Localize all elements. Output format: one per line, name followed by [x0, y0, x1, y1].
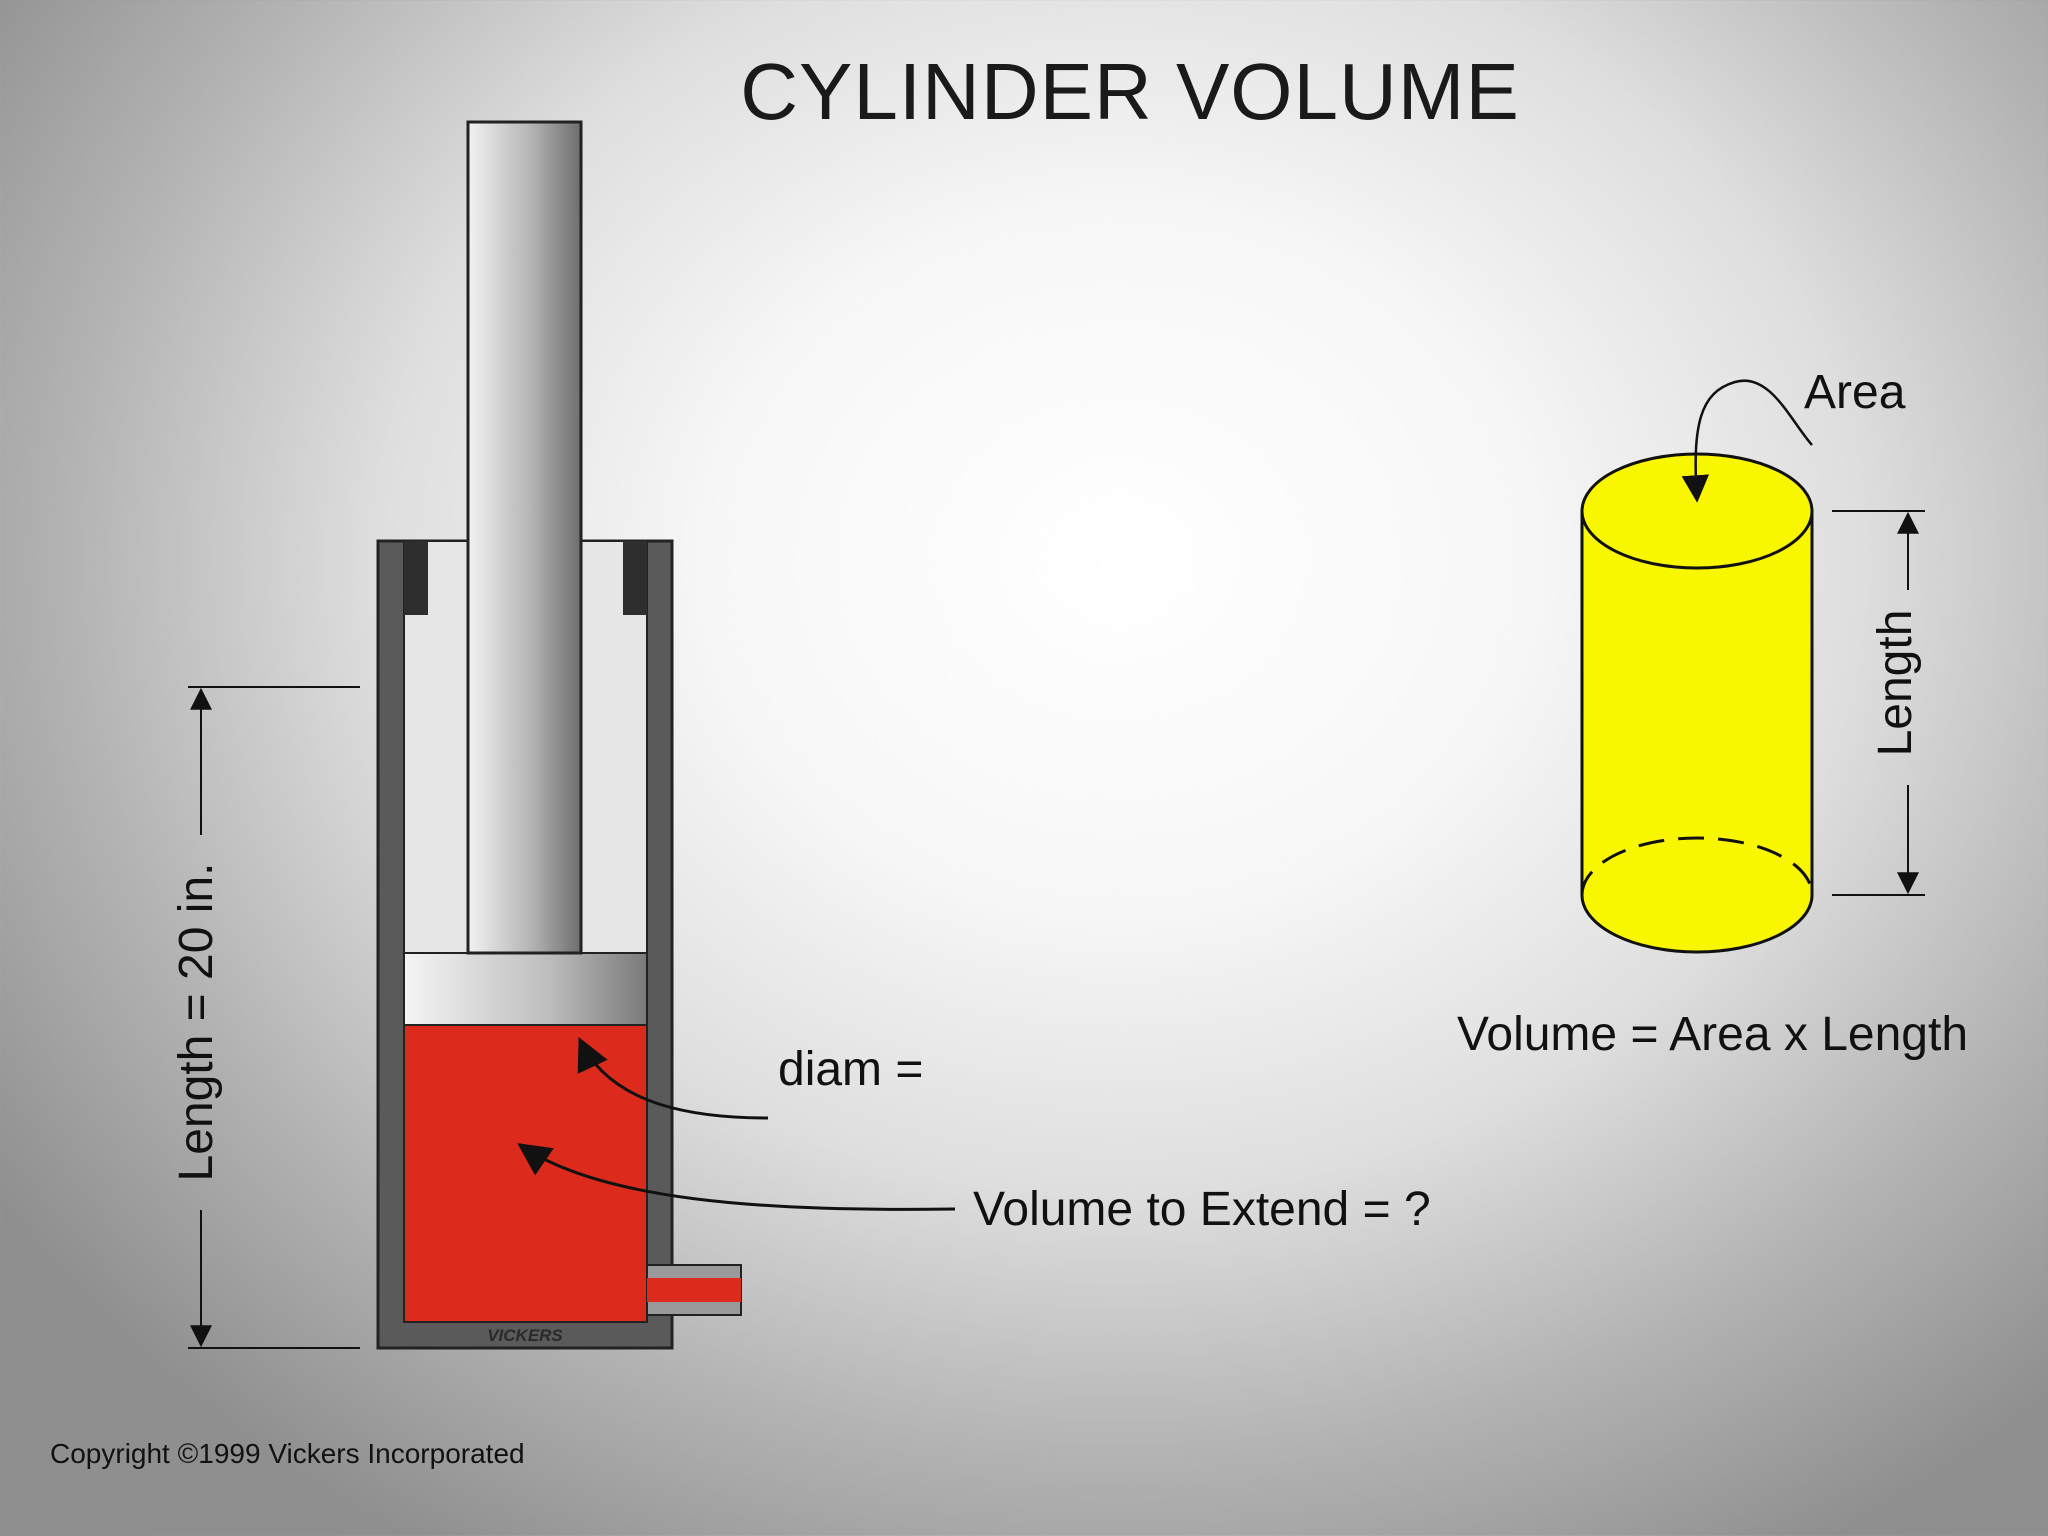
brand-logo: VICKERS: [487, 1326, 563, 1345]
hydraulic-cylinder: VICKERS: [376, 120, 742, 1350]
piston: [403, 952, 648, 1026]
diam-callout: diam =: [577, 1037, 923, 1120]
rod-seal-right: [623, 541, 647, 615]
volume-cylinder-illustration: Area: [1580, 366, 1906, 954]
volume-formula: Volume = Area x Length: [1457, 1008, 1968, 1061]
port-fluid: [647, 1278, 741, 1302]
rod-seal-left: [404, 541, 428, 615]
cylinder-side: [1580, 509, 1814, 954]
area-label: Area: [1804, 366, 1906, 419]
copyright-notice: Copyright ©1999 Vickers Incorporated: [50, 1438, 525, 1469]
cylinder-length-dimension: Length: [1832, 510, 1925, 896]
volume-leader-arrow: [517, 1143, 956, 1211]
diam-label: diam =: [778, 1043, 923, 1096]
cylinder-hidden-edge: [1580, 836, 1814, 896]
volume-callout: Volume to Extend = ?: [517, 1143, 1431, 1236]
cylinder-length-label: Length: [1869, 610, 1922, 757]
page-title: CYLINDER VOLUME: [740, 47, 1520, 136]
fluid-chamber: [403, 1024, 648, 1323]
length-dimension: Length = 20 in.: [170, 686, 360, 1349]
piston-rod: [466, 120, 583, 955]
diam-leader-arrow: [577, 1037, 769, 1120]
volume-to-extend-label: Volume to Extend = ?: [973, 1183, 1431, 1236]
length-dimension-label: Length = 20 in.: [170, 863, 223, 1182]
area-leader-arrow: [1681, 379, 1813, 503]
